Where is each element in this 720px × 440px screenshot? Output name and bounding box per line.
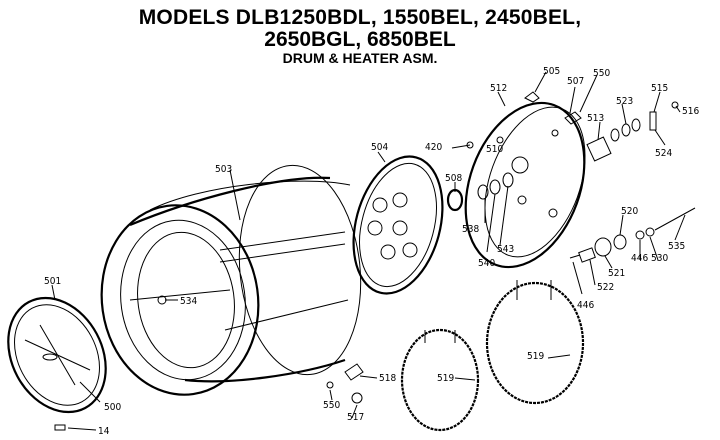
label-534: 534 <box>180 296 197 307</box>
drum <box>100 164 362 396</box>
leader-lines <box>51 71 686 431</box>
label-538: 538 <box>462 224 479 235</box>
label-550-bottom: 550 <box>323 400 340 411</box>
label-512: 512 <box>490 83 507 94</box>
label-515: 515 <box>651 83 668 94</box>
label-517: 517 <box>347 412 364 423</box>
label-503: 503 <box>215 164 232 175</box>
label-14: 14 <box>98 426 110 437</box>
label-519-right: 519 <box>527 351 544 362</box>
label-523: 523 <box>616 96 633 107</box>
label-550-top: 550 <box>593 68 610 79</box>
label-505: 505 <box>543 66 560 77</box>
part-labels: 503 504 501 500 534 508 420 510 538 540 … <box>44 66 699 437</box>
subtitle: DRUM & HEATER ASM. <box>282 50 438 66</box>
label-530: 530 <box>651 253 668 264</box>
label-520: 520 <box>621 206 638 217</box>
label-504: 504 <box>371 142 388 153</box>
rear-drum-cover <box>352 155 444 295</box>
label-522: 522 <box>597 282 614 293</box>
label-519-left: 519 <box>437 373 454 384</box>
label-516: 516 <box>682 106 699 117</box>
label-420: 420 <box>425 142 442 153</box>
label-521: 521 <box>608 268 625 279</box>
label-500: 500 <box>104 402 121 413</box>
heater-back-plate <box>464 101 586 269</box>
label-508: 508 <box>445 173 462 184</box>
title-line-1: MODELS DLB1250BDL, 1550BEL, 2450BEL, <box>138 6 582 29</box>
label-446-left: 446 <box>577 300 594 311</box>
label-507: 507 <box>567 76 584 87</box>
title-line-2: 2650BGL, 6850BEL <box>264 28 456 51</box>
label-535: 535 <box>668 241 685 252</box>
label-543: 543 <box>497 244 514 255</box>
label-513: 513 <box>587 113 604 124</box>
front-seal-ring <box>7 296 107 414</box>
label-518: 518 <box>379 373 396 384</box>
heater-coil-large <box>485 280 585 405</box>
label-524: 524 <box>655 148 672 159</box>
label-510: 510 <box>486 144 503 155</box>
heater-coil-small <box>400 328 480 432</box>
label-501: 501 <box>44 276 61 287</box>
label-540: 540 <box>478 258 495 269</box>
label-446-right: 446 <box>631 253 648 264</box>
